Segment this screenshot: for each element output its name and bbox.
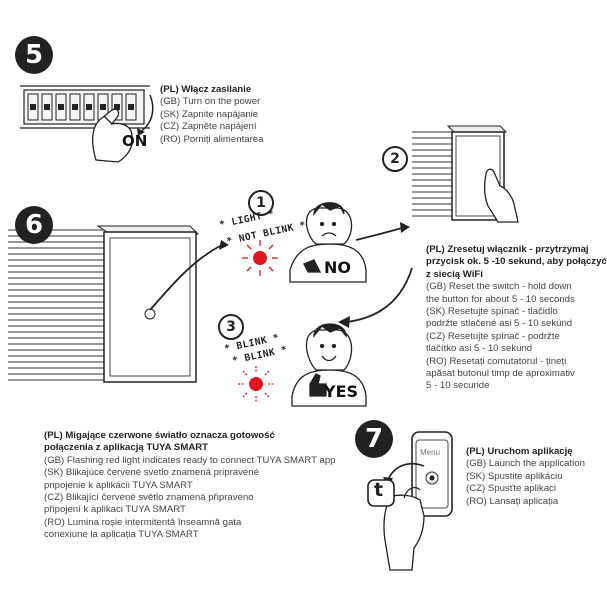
step-6-badge: 6 [15,206,53,244]
substep-1-badge: 1 [248,190,274,216]
arrow-from-reset [345,267,413,323]
step-6-line: (CZ) Blikající červené světlo znamená př… [44,492,254,504]
step-6-line: (SK) Blikajúce červené svetlo znamená pr… [44,467,259,479]
answer-no: NO [324,258,351,277]
reset-line: (SK) Resetujte spínač - tlačidlo [426,306,558,318]
sad-face-icon [289,202,367,283]
reset-instructions: (PL) Zresetuj włącznik - przytrzymaj prz… [426,244,607,393]
step-5-line: (GB) Turn on the power [160,96,261,108]
step-6-line: (PL) Migające czerwone światło oznacza g… [44,430,275,441]
finger-press-icon [484,168,519,223]
step-7-line: (CZ) Spusťte aplikaci [466,483,556,495]
step-5-line: (RO) Porniți alimentarea [160,133,264,145]
reset-line: apăsat butonul timp de aproximativ [426,368,575,380]
step-6-instructions: (PL) Migające czerwone światło oznacza g… [44,430,336,542]
hand-pointing-icon [91,108,134,163]
smartphone [411,431,453,517]
step-7-badge: 7 [355,420,393,458]
step-7-instructions: (PL) Uruchom aplikację (GB) Launch the a… [466,446,585,508]
step-5-line: (CZ) Zapněte napájení [160,121,257,133]
hand-holding-phone-icon [383,486,425,571]
reset-line: (PL) Zresetuj włącznik - przytrzymaj [426,244,589,255]
step-7-line: (PL) Uruchom aplikację [466,446,573,457]
step-7-line: (SK) Spustite aplikáciu [466,470,563,482]
reset-line: (RO) Resetați comutatorul - țineți [426,355,567,367]
step-6-line: połączenia z aplikacją TUYA SMART [44,442,209,454]
red-led-steady [242,240,278,276]
on-arrow [139,94,154,133]
step-6-line: (GB) Flashing red light indicates ready … [44,454,336,466]
reset-line: z siecią WiFi [426,268,483,280]
on-label: ON [122,132,148,150]
substep-3-badge: 3 [218,314,244,340]
step-5-instructions: (PL) Włącz zasilanie (GB) Turn on the po… [160,84,263,146]
step-5-badge: 5 [15,36,53,74]
step-6-line: conexiune la aplicația TUYA SMART [44,529,199,541]
reset-line: (CZ) Resetujte spínač - podržte [426,330,560,342]
step-5-line: (SK) Zapnite napájanie [160,108,259,120]
reset-line: 5 - 10 secunde [426,380,490,392]
arrow-launch [387,462,425,481]
arrow-to-reset [355,227,403,241]
reset-line: tlačítko asi 5 - 10 sekund [426,343,533,355]
step-5-line: (PL) Włącz zasilanie [160,84,252,95]
arrow-to-led [149,245,221,311]
reset-line: the button for about 5 - 10 seconds [426,293,575,305]
breaker-panel [20,85,150,129]
step-7-line: (GB) Launch the application [466,458,585,470]
step-6-line: (RO) Lumina roșie intermitentă înseamnă … [44,516,242,528]
happy-face-icon [291,323,367,407]
step-6-line: pripojenie k aplikácii TUYA SMART [44,479,193,491]
step-7-line: (RO) Lansați aplicația [466,495,559,507]
reset-line: podržte stlačené asi 5 - 10 sekúnd [426,318,573,330]
substep-2-badge: 2 [382,146,408,172]
wall-switch-large [8,225,200,383]
phone-menu-label: Menu [420,448,441,457]
tuya-app-icon [367,479,395,507]
red-led-blinking [238,366,274,402]
reset-line: przycisk ok. 5 -10 sekund, aby połączyć [426,256,607,268]
tuya-app-letter: t [374,479,384,501]
reset-line: (GB) Reset the switch - hold down [426,281,572,293]
step-6-line: připojení k aplikaci TUYA SMART [44,504,186,516]
answer-yes: YES [324,382,359,401]
